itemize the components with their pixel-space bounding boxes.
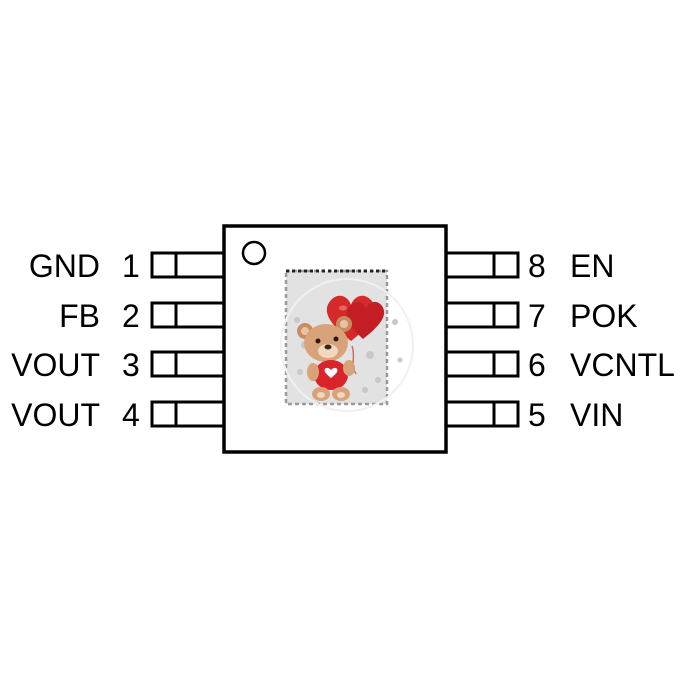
- pin-name-4: VOUT: [11, 397, 100, 433]
- circle-pin1-marker-icon: [241, 240, 267, 266]
- teddy-bear-with-heart-balloon-icon: [297, 295, 385, 401]
- left-pins: [150, 251, 226, 428]
- pin-8: [444, 251, 520, 279]
- pin-5: [444, 400, 520, 428]
- pin-4: [150, 400, 226, 428]
- pin-name-3: VOUT: [11, 347, 100, 383]
- pin-number-6: 6: [528, 347, 546, 383]
- pin-number-7: 7: [528, 298, 546, 334]
- pin-1: [150, 251, 226, 279]
- pin-number-1: 1: [122, 248, 140, 284]
- pin-name-7: POK: [570, 298, 638, 334]
- pin-name-5: VIN: [570, 397, 623, 433]
- pin-number-2: 2: [122, 298, 140, 334]
- background-dots: [294, 317, 403, 393]
- pin-name-8: EN: [570, 248, 614, 284]
- pin-2: [150, 301, 226, 329]
- pin-name-6: VCNTL: [570, 347, 675, 383]
- pin-number-8: 8: [528, 248, 546, 284]
- pin-6: [444, 350, 520, 378]
- right-pins: [444, 251, 520, 428]
- background-circle: [280, 278, 414, 412]
- pin-name-2: FB: [59, 298, 100, 334]
- pin-number-5: 5: [528, 397, 546, 433]
- pin-7: [444, 301, 520, 329]
- pin-3: [150, 350, 226, 378]
- pin-name-1: GND: [29, 248, 100, 284]
- pin-number-4: 4: [122, 397, 140, 433]
- pin-number-3: 3: [122, 347, 140, 383]
